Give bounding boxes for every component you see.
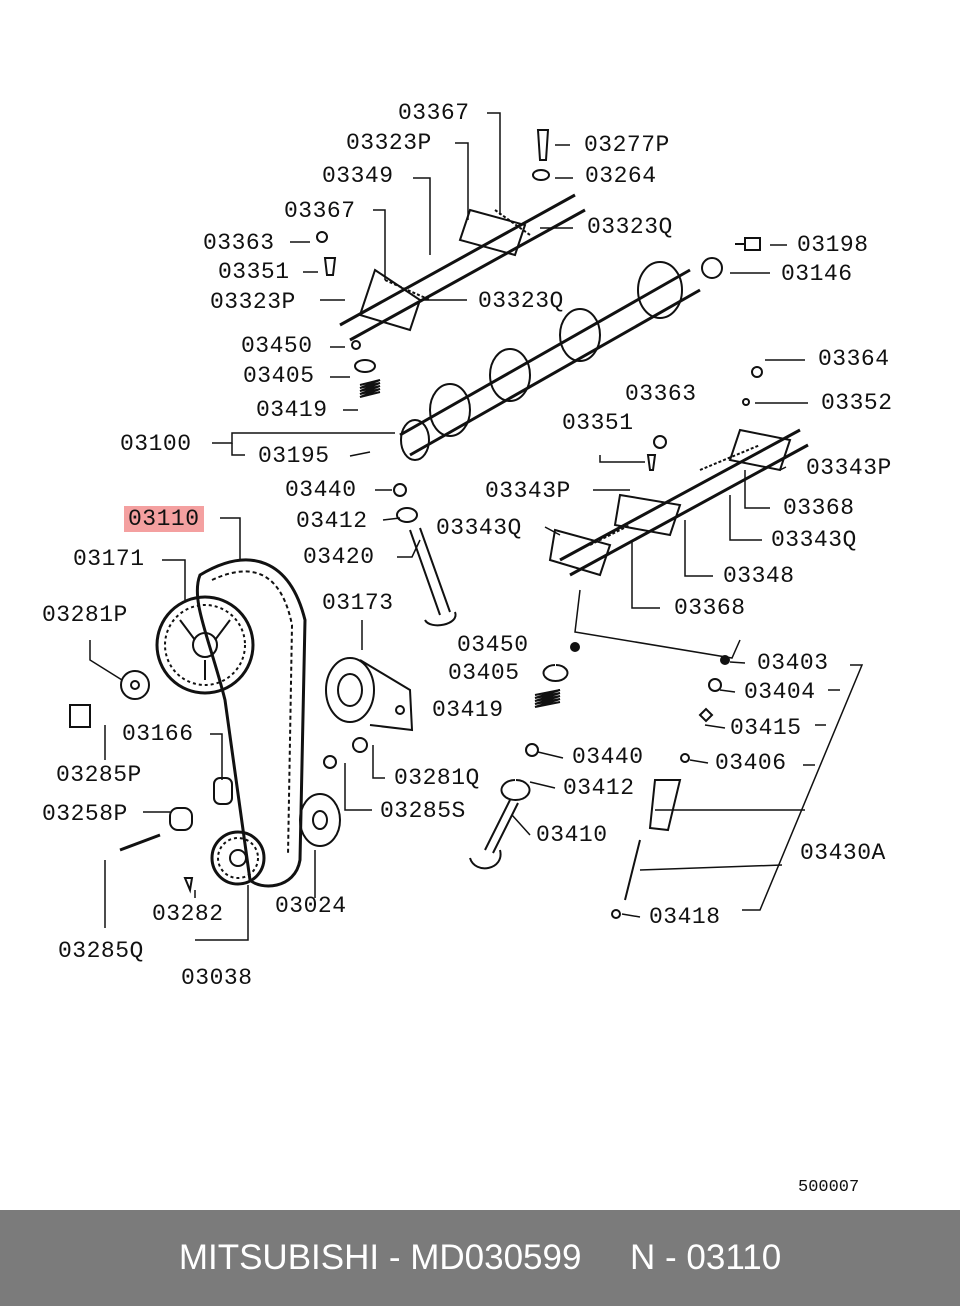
intake-valve — [409, 527, 457, 627]
part-label: 03368 — [674, 595, 746, 621]
part-label: 03412 — [563, 775, 635, 801]
part-label: 03323P — [210, 289, 296, 315]
part-label: 03146 — [781, 261, 853, 287]
part-label: 03349 — [322, 163, 394, 189]
part-label: 03405 — [243, 363, 315, 389]
part-label: 03450 — [241, 333, 313, 359]
part-label: 03024 — [275, 893, 347, 919]
part-label: 03171 — [73, 546, 145, 572]
part-label: 03323Q — [478, 288, 564, 314]
parts-diagram: 03367 03323P 03277P 03349 03264 03367 03… — [42, 100, 893, 1197]
part-label: 03323Q — [587, 214, 673, 240]
footer-bar: MITSUBISHI - MD030599 N - 03110 — [0, 1210, 960, 1306]
part-label: 03285S — [380, 798, 466, 824]
part-label: 03430A — [800, 840, 886, 866]
part-label: 03410 — [536, 822, 608, 848]
part-label: 03364 — [818, 346, 890, 372]
camshaft — [399, 261, 701, 461]
part-label: 03450 — [457, 632, 529, 658]
part-label: 03419 — [256, 397, 328, 423]
part-label: 03403 — [757, 650, 829, 676]
spring-upper — [359, 379, 381, 398]
part-label: 03277P — [584, 132, 670, 158]
washer-03281P — [120, 670, 150, 700]
part-label: 03281Q — [394, 765, 480, 791]
upper-rocker-shaft — [339, 193, 586, 342]
part-label: 03038 — [181, 965, 253, 991]
crank-sprocket — [210, 830, 266, 886]
part-label: 03363 — [203, 230, 275, 256]
part-label: 03419 — [432, 697, 504, 723]
part-label: 03420 — [303, 544, 375, 570]
part-label: 03285P — [56, 762, 142, 788]
part-label: 03264 — [585, 163, 657, 189]
part-label: 03348 — [723, 563, 795, 589]
part-label: 03367 — [284, 198, 356, 224]
timing-belt — [195, 558, 307, 888]
part-label: 03404 — [744, 679, 816, 705]
diagram-code: 500007 — [798, 1178, 860, 1197]
part-label: 03258P — [42, 801, 128, 827]
part-label: 03281P — [42, 602, 128, 628]
leader-lines — [89, 112, 864, 941]
part-label: 03343P — [485, 478, 571, 504]
part-label: 03100 — [120, 431, 192, 457]
spring-lower — [534, 689, 561, 708]
part-label: 03440 — [285, 477, 357, 503]
exhaust-valve — [469, 799, 519, 870]
tensioner-pulley — [325, 657, 414, 732]
part-label: 03166 — [122, 721, 194, 747]
part-label: 03352 — [821, 390, 893, 416]
highlighted-part-label: 03110 — [124, 506, 204, 532]
part-label: 03198 — [797, 232, 869, 258]
part-label: 03173 — [322, 590, 394, 616]
part-label: 03343Q — [771, 527, 857, 553]
part-label: 03368 — [783, 495, 855, 521]
part-label: 03405 — [448, 660, 520, 686]
part-label: 03343Q — [436, 515, 522, 541]
part-label: 03418 — [649, 904, 721, 930]
lower-rocker-shaft — [548, 428, 809, 577]
part-label: 03412 — [296, 508, 368, 534]
part-label: 03440 — [572, 744, 644, 770]
part-label: 03363 — [625, 381, 697, 407]
camshaft-sprocket — [155, 595, 255, 695]
part-label: 03343P — [806, 455, 892, 481]
part-label: 03351 — [562, 410, 634, 436]
part-label: 03415 — [730, 715, 802, 741]
plate-03024 — [299, 793, 341, 847]
engine-exploded-view — [69, 112, 864, 941]
part-label: 03195 — [258, 443, 330, 469]
part-label: 03351 — [218, 259, 290, 285]
footer-part-info: MITSUBISHI - MD030599 N - 03110 — [178, 1238, 782, 1277]
part-label: 03285Q — [58, 938, 144, 964]
part-label: 03367 — [398, 100, 470, 126]
part-label: 03406 — [715, 750, 787, 776]
part-label: 03323P — [346, 130, 432, 156]
part-label: 03282 — [152, 901, 224, 927]
